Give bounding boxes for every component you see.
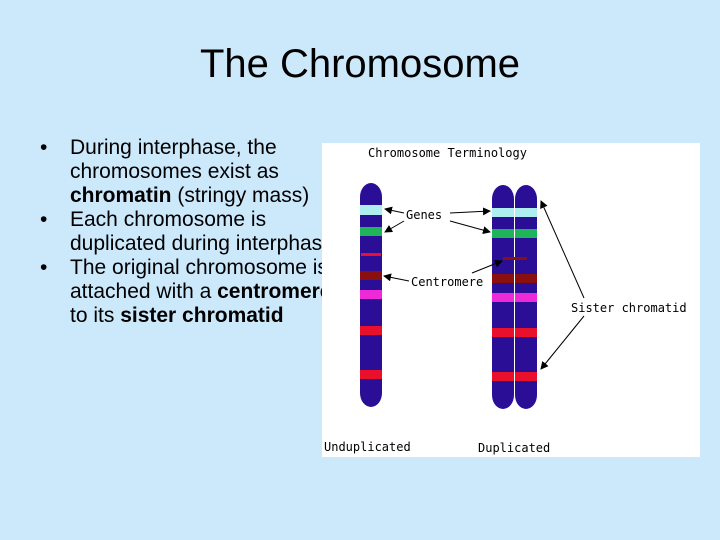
- arrow-sister-chromatid-lower: [540, 315, 585, 370]
- band-red: [361, 253, 381, 256]
- arrow-centromere-to-undup: [383, 273, 410, 282]
- arrow-genes-to-dup-light: [449, 207, 491, 216]
- bullet-item: •The original chromosome is attached wit…: [40, 256, 332, 327]
- unduplicated-chromosome: [360, 183, 382, 407]
- label-centromere: Centromere: [411, 275, 483, 289]
- centromere-band: [492, 274, 514, 283]
- band-red: [515, 372, 537, 381]
- arrow-centromere-to-dup: [471, 259, 503, 274]
- arrow-genes-to-dup-green: [449, 220, 491, 235]
- gene-band-green: [360, 227, 382, 236]
- band-red: [492, 328, 514, 337]
- band-red: [515, 328, 537, 337]
- gene-band-green: [492, 229, 514, 238]
- gene-band-light: [492, 208, 514, 217]
- arrow-genes-to-light: [384, 206, 405, 215]
- gene-band-green: [515, 229, 537, 238]
- bullet-icon: •: [40, 256, 48, 279]
- band-red: [360, 326, 382, 335]
- arrow-genes-to-green: [384, 220, 405, 233]
- bullet-icon: •: [40, 208, 48, 231]
- bullet-list: •During interphase, the chromosomes exis…: [40, 136, 340, 328]
- gene-band-light: [515, 208, 537, 217]
- label-unduplicated: Unduplicated: [324, 440, 411, 454]
- band-red: [360, 370, 382, 379]
- diagram-title: Chromosome Terminology: [368, 146, 527, 160]
- band-magenta: [492, 293, 514, 302]
- arrow-sister-chromatid-upper: [540, 200, 585, 299]
- centromere-band: [515, 274, 537, 283]
- slide-title: The Chromosome: [199, 42, 521, 86]
- label-genes: Genes: [406, 208, 442, 222]
- duplicated-chromatid-right: [503, 185, 537, 409]
- band-red: [492, 372, 514, 381]
- chromosome-diagram: Chromosome Terminology: [322, 143, 700, 457]
- duplicated-chromatid-left: [492, 185, 514, 409]
- centromere-band: [360, 271, 382, 280]
- band-magenta: [515, 293, 537, 302]
- chromosome-diagram-svg: Chromosome Terminology: [324, 146, 687, 455]
- gene-band-light: [360, 205, 382, 215]
- label-sister-chromatid: Sister chromatid: [571, 301, 687, 315]
- bullet-item: •Each chromosome is duplicated during in…: [40, 208, 334, 255]
- bullet-item: •During interphase, the chromosomes exis…: [40, 136, 310, 207]
- label-duplicated: Duplicated: [478, 441, 550, 455]
- band-magenta: [360, 290, 382, 299]
- centromere-connector: [503, 257, 527, 260]
- bullet-icon: •: [40, 136, 48, 159]
